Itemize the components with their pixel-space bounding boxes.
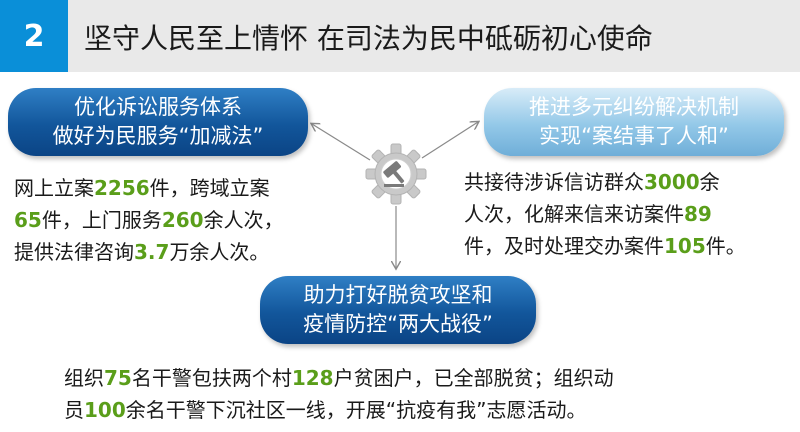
paragraph-text: 员: [64, 398, 84, 422]
paragraph-text: 网上立案: [14, 176, 94, 200]
paragraph-text: 余人次，: [203, 208, 284, 232]
paragraph-text: 提供法律咨询: [14, 240, 134, 264]
paragraph-text: 人次，化解来信来访案件: [464, 202, 684, 226]
paragraph-line: 员100余名干警下沉社区一线，开展“抗疫有我”志愿活动。: [64, 394, 794, 426]
highlight-number: 3.7: [134, 240, 170, 264]
paragraph-text: 名干警包扶两个村: [131, 366, 292, 390]
box-right-line1: 推进多元纠纷解决机制: [529, 95, 739, 119]
highlight-number: 105: [664, 234, 706, 258]
paragraph-text: 件。: [705, 234, 746, 258]
paragraph-text: 余: [699, 170, 720, 194]
box-left-line1: 优化诉讼服务体系: [74, 95, 242, 119]
highlight-number: 75: [104, 366, 132, 390]
paragraph-line: 组织75名干警包扶两个村128户贫困户，已全部脱贫；组织动: [64, 362, 794, 394]
box-left-line2: 做好为民服务“加减法”: [52, 124, 264, 148]
paragraph-text: 户贫困户，已全部脱贫；组织动: [333, 366, 614, 390]
box-right: 推进多元纠纷解决机制 实现“案结事了人和”: [484, 88, 784, 156]
paragraph-text: 余名干警下沉社区一线，开展“抗疫有我”志愿活动。: [125, 398, 587, 422]
box-right-line2: 实现“案结事了人和”: [539, 124, 729, 148]
highlight-number: 100: [84, 398, 126, 422]
paragraph-line: 网上立案2256件，跨域立案: [14, 172, 334, 204]
connector-right: [421, 122, 478, 159]
paragraph-text: 共接待涉诉信访群众: [464, 170, 644, 194]
paragraph-line: 65件，上门服务260余人次，: [14, 204, 334, 236]
highlight-number: 128: [291, 366, 334, 390]
connector-left: [312, 124, 371, 161]
paragraph-text: 组织: [64, 366, 104, 390]
gavel-gear-icon: [365, 143, 427, 205]
box-bottom-line2: 疫情防控“两大战役”: [303, 312, 493, 336]
box-bottom-line1: 助力打好脱贫攻坚和: [303, 283, 493, 307]
section-number: 2: [0, 0, 68, 72]
highlight-number: 260: [161, 208, 204, 232]
paragraph-line: 提供法律咨询3.7万余人次。: [14, 236, 334, 268]
highlight-number: 65: [14, 208, 42, 232]
highlight-number: 2256: [94, 176, 150, 200]
paragraph-line: 件，及时处理交办案件105件。: [464, 230, 794, 262]
paragraph-text: 件，跨域立案: [149, 176, 270, 200]
paragraph-text: 万余人次。: [169, 240, 270, 264]
box-left: 优化诉讼服务体系 做好为民服务“加减法”: [8, 88, 308, 156]
paragraph-line: 人次，化解来信来访案件89: [464, 198, 794, 230]
paragraph-text: 件，及时处理交办案件: [464, 234, 664, 258]
page-title: 坚守人民至上情怀 在司法为民中砥砺初心使命: [84, 22, 653, 55]
highlight-number: 3000: [644, 170, 700, 194]
paragraph-line: 共接待涉诉信访群众3000余: [464, 166, 794, 198]
paragraph-text: 件，上门服务: [41, 208, 162, 232]
header-bar: 2 坚守人民至上情怀 在司法为民中砥砺初心使命: [0, 0, 800, 72]
box-bottom: 助力打好脱贫攻坚和 疫情防控“两大战役”: [260, 276, 536, 344]
paragraph-bottom: 组织75名干警包扶两个村128户贫困户，已全部脱贫；组织动员100余名干警下沉社…: [64, 362, 794, 426]
highlight-number: 89: [684, 202, 712, 226]
